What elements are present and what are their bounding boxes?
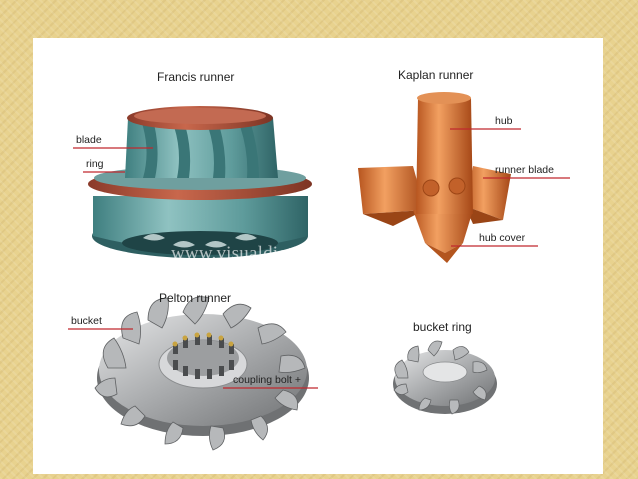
kaplan-runner-title: Kaplan runner bbox=[398, 68, 474, 82]
bucket-ring-illustration bbox=[393, 340, 497, 415]
blade-label: blade bbox=[76, 134, 102, 146]
hub-label: hub bbox=[495, 115, 513, 127]
bucket-label: bucket bbox=[71, 315, 102, 327]
watermark-text: www.visualdictionaryonline.com bbox=[171, 243, 430, 264]
francis-runner-illustration bbox=[88, 106, 312, 258]
diagram-panel: www.visualdictionaryonline.com Francis r… bbox=[33, 38, 603, 474]
pelton-runner-illustration bbox=[94, 296, 309, 451]
francis-runner-title: Francis runner bbox=[157, 70, 235, 84]
ring-label: ring bbox=[86, 158, 104, 170]
leader-lines bbox=[68, 128, 570, 389]
kaplan-runner-illustration bbox=[358, 92, 511, 263]
coupling-bolt-label: coupling bolt + bbox=[233, 374, 302, 386]
illustration-canvas bbox=[68, 92, 570, 451]
bucket-ring-title: bucket ring bbox=[413, 320, 472, 334]
pelton-runner-title: Pelton runner bbox=[159, 291, 232, 305]
runner-blade-label: runner blade bbox=[495, 164, 554, 176]
hub-cover-label: hub cover bbox=[479, 232, 526, 244]
